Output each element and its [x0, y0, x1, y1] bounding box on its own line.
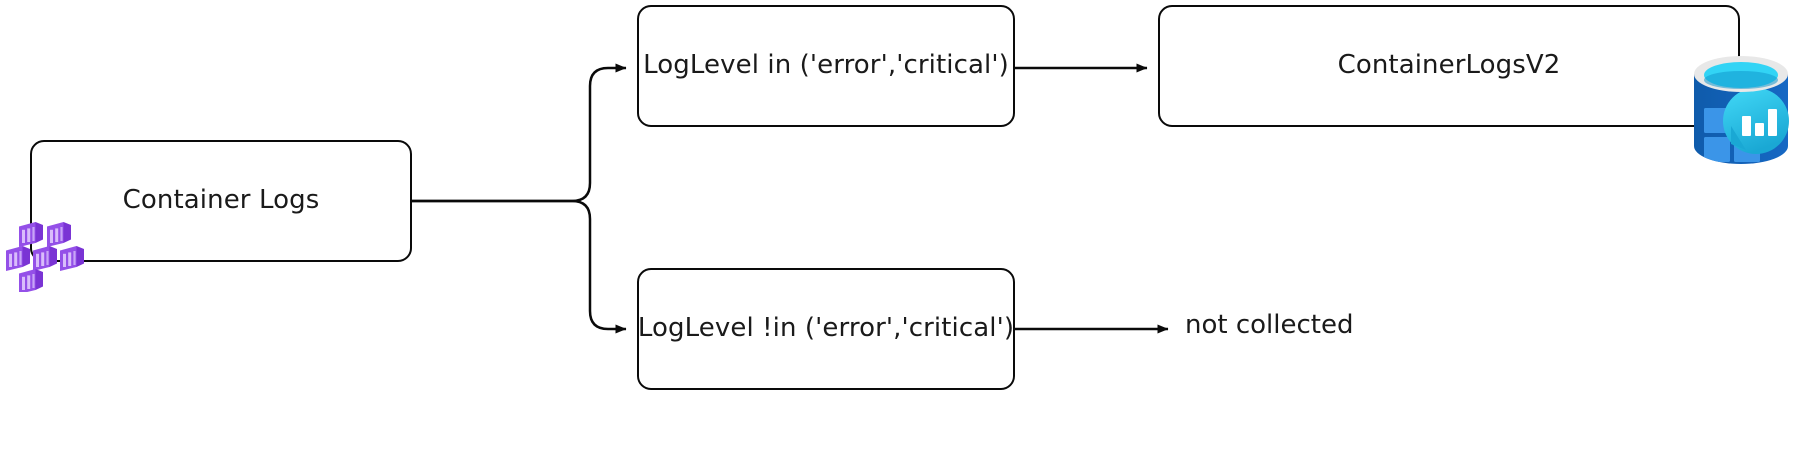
node-destination-label: ContainerLogsV2 [1337, 50, 1561, 81]
node-filter-exclude-label: LogLevel !in ('error','critical') [637, 313, 1015, 344]
node-container-logs-label: Container Logs [122, 185, 320, 216]
edge-container-logs-to-filter-exclude [412, 199, 627, 334]
log-analytics-workspace-icon [1694, 56, 1789, 164]
node-filter-include-label: LogLevel in ('error','critical') [643, 50, 1009, 81]
container-cluster-icon [6, 222, 84, 292]
node-filter-include[interactable]: LogLevel in ('error','critical') [637, 5, 1015, 127]
label-not-collected: not collected [1185, 310, 1354, 340]
node-container-logs[interactable]: Container Logs [30, 140, 412, 262]
edge-container-logs-to-filter-include [412, 63, 627, 203]
node-filter-exclude[interactable]: LogLevel !in ('error','critical') [637, 268, 1015, 390]
node-destination-containerlogsv2[interactable]: ContainerLogsV2 [1158, 5, 1740, 127]
